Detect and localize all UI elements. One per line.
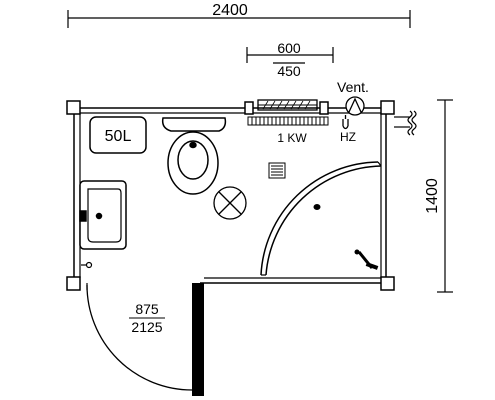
window-dimension-upper: 600 — [277, 40, 301, 56]
door-dimension-lower: 2125 — [131, 319, 162, 335]
corner-posts — [66, 100, 395, 291]
vent-label: Vent. — [337, 79, 369, 95]
shower-head-icon — [354, 249, 379, 270]
radiator-icon — [247, 116, 329, 126]
radiator-label: 1 KW — [277, 131, 307, 145]
boiler-label: 50L — [105, 128, 132, 145]
door-leaf — [192, 283, 204, 396]
floor-drain-icon — [268, 162, 286, 179]
boiler — [89, 116, 147, 154]
door-dimension-upper: 875 — [135, 301, 159, 317]
window-dimension-lower: 450 — [277, 63, 301, 79]
washbasin-icon — [79, 180, 127, 250]
height-dimension-label: 1400 — [424, 178, 441, 214]
shower-tray-icon — [260, 161, 382, 276]
fan-icon — [345, 96, 365, 116]
height-dimension — [437, 99, 453, 293]
ceiling-light-icon — [213, 186, 247, 220]
shower-drain-icon — [313, 204, 321, 210]
heating-pipes-icon — [394, 110, 417, 136]
toilet-icon — [161, 117, 227, 195]
window-dimension — [246, 47, 334, 64]
width-dimension — [67, 10, 411, 28]
heater-icon — [342, 115, 349, 130]
towel-hook-icon — [81, 261, 93, 269]
door — [86, 283, 204, 396]
door-swing-icon — [86, 284, 193, 391]
heater-label: HZ — [340, 130, 356, 144]
width-dimension-label: 2400 — [212, 2, 248, 19]
window — [257, 99, 318, 111]
